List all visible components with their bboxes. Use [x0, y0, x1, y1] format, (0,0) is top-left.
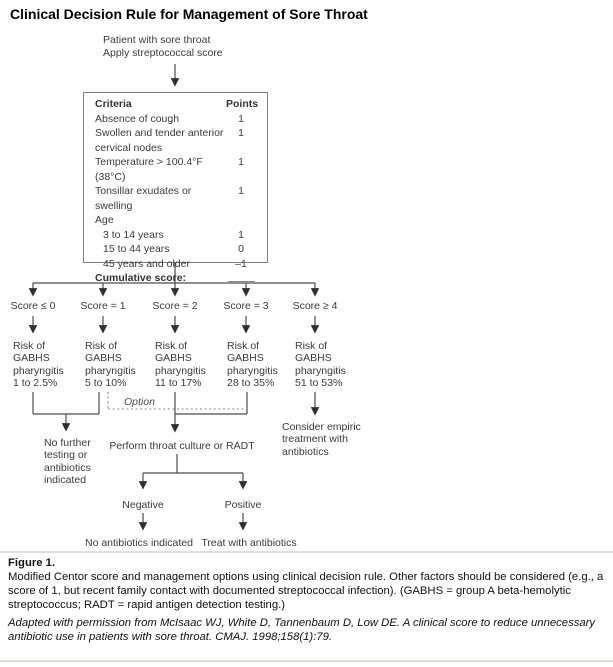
outcome-no-testing: No further testing or antibiotics indica… — [44, 437, 91, 487]
entry-step: Patient with sore throat Apply streptoco… — [103, 34, 223, 60]
blank-line — [227, 271, 255, 282]
divider-rule-bottom — [0, 660, 613, 662]
risk-line: Risk of — [155, 340, 188, 352]
entry-line: Patient with sore throat — [103, 34, 211, 46]
criterion-label: Age — [95, 214, 114, 226]
option-label: Option — [124, 396, 155, 408]
outcome-consider-treatment: Consider empiric treatment with antibiot… — [282, 421, 361, 458]
criteria-score-box: Criteria Points Absence of cough 1 Swoll… — [83, 92, 268, 284]
outcome-positive-result: Treat with antibiotics — [201, 537, 297, 549]
outcome-negative-result: No antibiotics indicated — [85, 537, 193, 549]
criterion-label: Swollen and tender anterior cervical nod… — [95, 127, 224, 154]
risk-line: pharyngitis — [13, 364, 64, 377]
outcome-line: indicated — [44, 474, 87, 487]
figure-source-citation: Adapted with permission from McIsaac WJ,… — [8, 617, 596, 643]
risk-line: 28 to 35% — [227, 377, 275, 390]
cumulative-score-blank — [226, 271, 256, 287]
risk-line: Risk of — [85, 340, 118, 352]
criterion-points: 1 — [238, 127, 244, 139]
criterion-label: Absence of cough — [95, 112, 180, 125]
divider-rule-top — [0, 551, 613, 553]
risk-line: GABHS — [295, 352, 332, 365]
risk-line: 1 to 2.5% — [13, 377, 58, 390]
criteria-row: 45 years and older –1 — [95, 257, 256, 272]
criteria-row: Temperature > 100.4°F (38°C) 1 — [95, 155, 256, 184]
risk-block: Risk of GABHS pharyngitis 11 to 17% — [155, 340, 206, 390]
outcome-line: No further — [44, 437, 91, 449]
risk-block: Risk of GABHS pharyngitis 51 to 53% — [295, 340, 346, 390]
criterion-label: Temperature > 100.4°F (38°C) — [95, 156, 203, 183]
flowchart-connectors — [28, 64, 320, 531]
criteria-row: Tonsillar exudates or swelling 1 — [95, 184, 256, 213]
risk-line: Risk of — [227, 340, 260, 352]
risk-line: 5 to 10% — [85, 377, 127, 390]
outcome-line: testing or — [44, 449, 88, 462]
criterion-points — [226, 213, 256, 228]
risk-block: Risk of GABHS pharyngitis 28 to 35% — [227, 340, 278, 390]
risk-block: Risk of GABHS pharyngitis 5 to 10% — [85, 340, 136, 390]
page-title: Clinical Decision Rule for Management of… — [10, 6, 368, 22]
risk-line: GABHS — [227, 352, 264, 365]
score-branch-label: Score = 3 — [223, 300, 269, 312]
score-branch-label: Score ≤ 0 — [10, 300, 56, 312]
risk-block: Risk of GABHS pharyngitis 1 to 2.5% — [13, 340, 64, 390]
criteria-header-row: Criteria Points — [95, 97, 259, 112]
criterion-points: 1 — [238, 156, 244, 168]
risk-line: Risk of — [13, 340, 46, 352]
criteria-row: 15 to 44 years 0 — [95, 242, 256, 257]
figure-caption: Modified Centor score and management opt… — [8, 571, 604, 611]
score-branch-label: Score = 1 — [80, 300, 126, 312]
entry-line: Apply streptococcal score — [103, 47, 223, 59]
figure-label: Figure 1. — [8, 557, 56, 569]
criteria-row-age: Age — [95, 213, 256, 228]
criteria-header: Criteria — [95, 98, 132, 110]
criteria-row: 3 to 14 years 1 — [95, 228, 256, 243]
risk-line: GABHS — [85, 352, 122, 365]
criterion-points: –1 — [235, 257, 247, 270]
score-branch-label: Score = 2 — [152, 300, 198, 312]
criterion-label: Tonsillar exudates or swelling — [95, 185, 192, 212]
outcome-line: treatment with — [282, 433, 348, 446]
cumulative-score-row: Cumulative score: — [95, 271, 256, 287]
risk-line: GABHS — [13, 352, 50, 365]
outcome-line: antibiotics — [282, 445, 329, 458]
criteria-row: Absence of cough 1 — [95, 112, 256, 127]
risk-line: 51 to 53% — [295, 377, 343, 390]
cumulative-score-label: Cumulative score: — [95, 272, 187, 284]
outcome-line: antibiotics — [44, 461, 91, 474]
criterion-label: 15 to 44 years — [103, 243, 170, 255]
criterion-points: 1 — [238, 185, 244, 197]
risk-line: 11 to 17% — [155, 377, 202, 390]
outcome-perform-test: Perform throat culture or RADT — [109, 440, 255, 452]
flowchart: Patient with sore throat Apply streptoco… — [10, 34, 361, 549]
criterion-points: 1 — [238, 228, 244, 241]
risk-line: pharyngitis — [155, 364, 206, 377]
criterion-points: 1 — [238, 112, 244, 125]
score-branch-label: Score ≥ 4 — [292, 300, 338, 312]
result-positive-label: Positive — [224, 499, 262, 511]
criterion-label: 45 years and older — [103, 257, 190, 270]
outcome-line: Consider empiric — [282, 421, 361, 433]
risk-line: Risk of — [295, 340, 328, 352]
risk-line: GABHS — [155, 352, 192, 365]
criterion-points: 0 — [238, 243, 244, 255]
points-header: Points — [226, 98, 259, 110]
risk-line: pharyngitis — [227, 364, 278, 377]
criteria-row: Swollen and tender anterior cervical nod… — [95, 126, 256, 155]
risk-line: pharyngitis — [85, 364, 136, 377]
risk-line: pharyngitis — [295, 364, 346, 377]
criterion-label: 3 to 14 years — [103, 228, 164, 241]
result-negative-label: Negative — [122, 499, 164, 511]
